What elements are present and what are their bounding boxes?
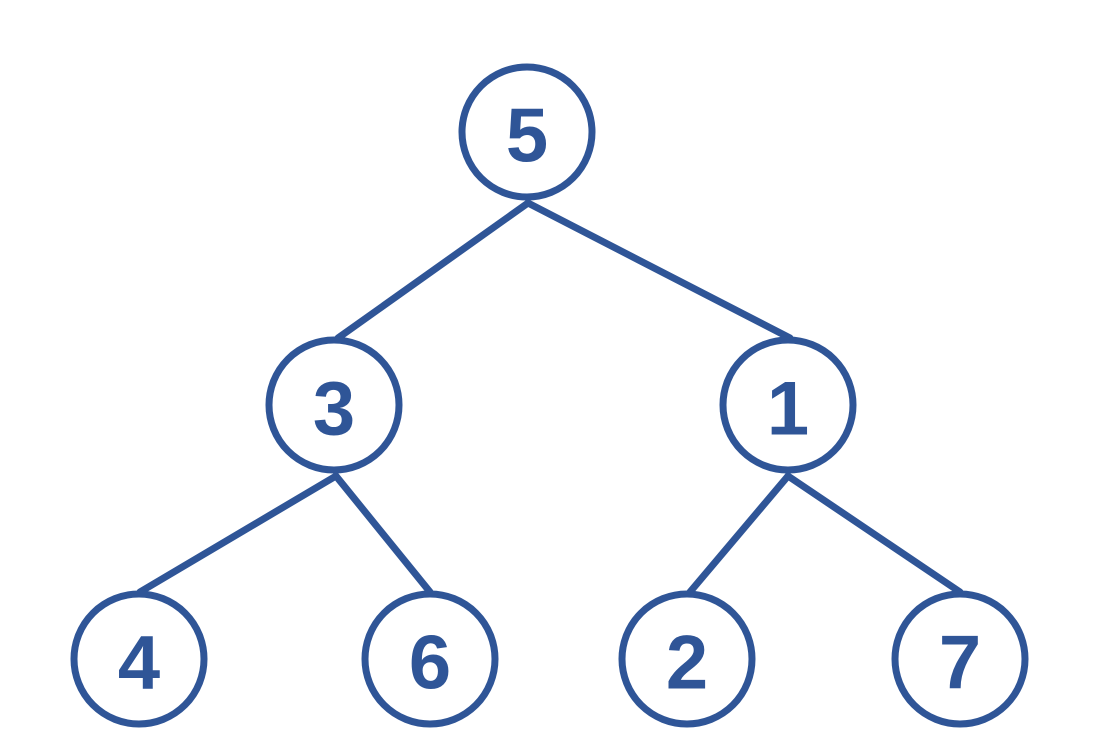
edge-root-to-right	[524, 199, 794, 342]
node-label-left-left: 4	[118, 621, 160, 706]
node-label-root: 5	[506, 94, 548, 179]
node-label-right: 1	[767, 367, 809, 452]
tree-node-left-right: 6	[361, 590, 499, 728]
node-label-left-right: 6	[409, 621, 451, 706]
node-label-right-left: 2	[666, 621, 708, 706]
tree-node-left: 3	[265, 336, 403, 474]
tree-node-right-left: 2	[618, 590, 756, 728]
tree-node-left-left: 4	[70, 590, 208, 728]
tree-node-root: 5	[458, 63, 596, 201]
edge-right-to-right-left	[686, 472, 792, 596]
edge-left-to-left-left	[136, 472, 340, 596]
node-label-right-right: 7	[939, 621, 981, 706]
edge-left-to-left-right	[332, 472, 434, 596]
node-label-left: 3	[313, 367, 355, 452]
tree-node-right: 1	[719, 336, 857, 474]
edge-right-to-right-right	[784, 472, 964, 596]
edge-root-to-left	[334, 199, 532, 342]
tree-node-right-right: 7	[891, 590, 1029, 728]
